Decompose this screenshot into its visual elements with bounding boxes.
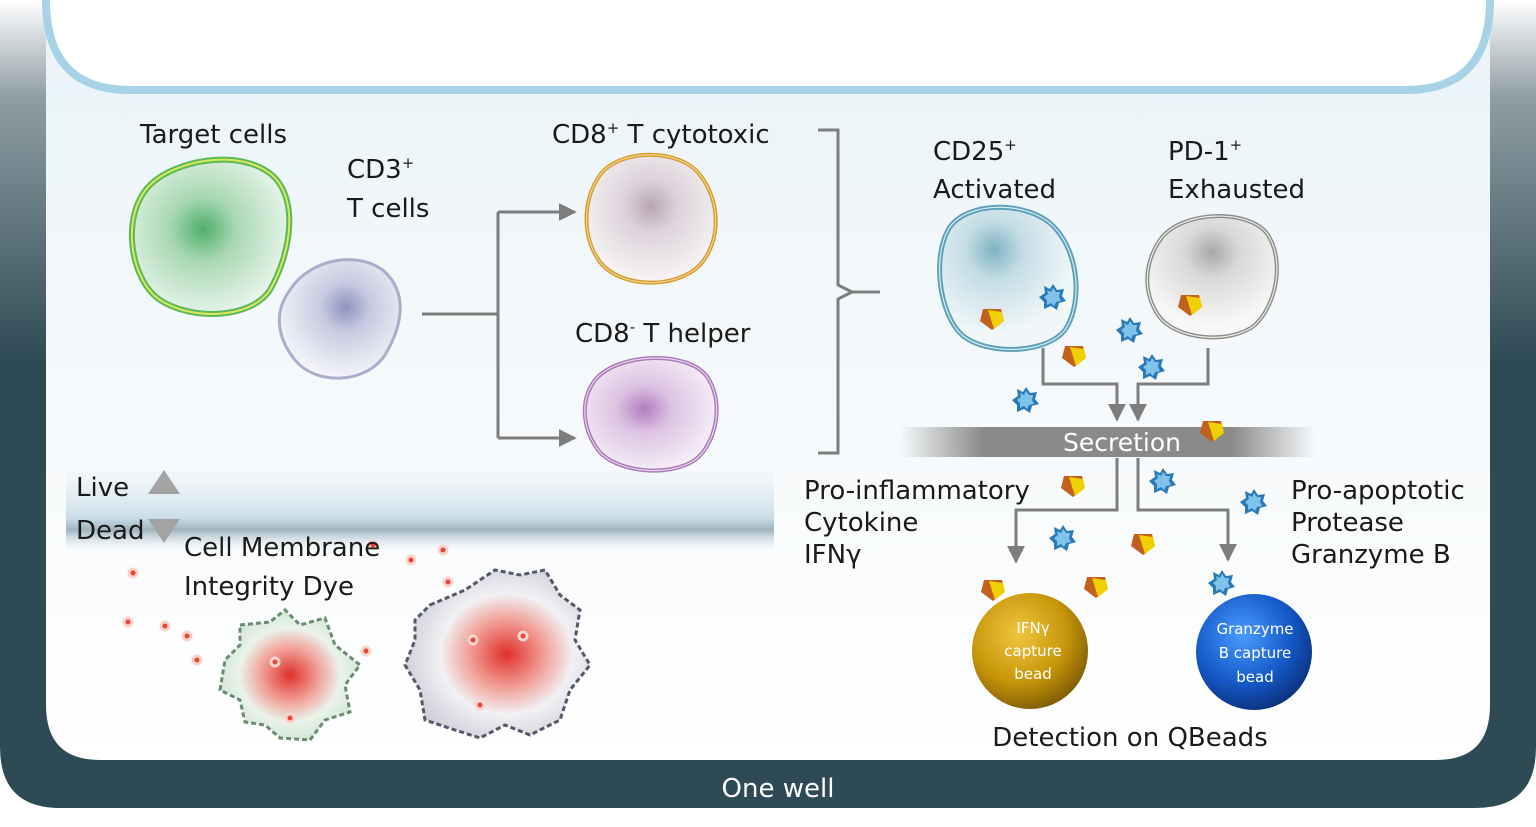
live-label: Live [76,473,129,503]
activated-cell [937,204,1079,352]
target-cells-label: Target cells [139,120,287,150]
exhausted-label: Exhausted [1168,175,1305,205]
pro-inflammatory-label: Pro-inflammatory [804,476,1030,506]
ifn-bead-label-line2: capture [1004,642,1061,660]
target-cell [128,156,293,317]
pro-apoptotic-label: Pro-apoptotic [1291,476,1465,506]
ifn-bead-label-line3: bead [1014,665,1051,683]
protease-label: Protease [1291,508,1404,538]
dye-label-line1: Cell Membrane [184,533,380,563]
ifn-bead-label-line1: IFNγ [1016,619,1049,637]
secretion-bar [900,427,1315,457]
well [0,0,1536,808]
cd3-label-line2: T cells [346,194,429,224]
one-well-label: One well [722,774,835,804]
cd3-label: CD3+ [347,154,414,185]
cd3-t-cell [277,258,402,380]
detection-label: Detection on QBeads [992,723,1268,753]
gzb-bead-label-line3: bead [1236,668,1273,686]
live-arrow-icon [148,470,180,494]
secretion-arrows [1007,348,1237,564]
granzyme-b-label: Granzyme B [1291,540,1451,570]
ifn-gamma-label: IFNγ [804,540,861,570]
branch-arrows [422,203,577,447]
exhausted-cell [1145,214,1279,340]
dye-dots [122,539,529,724]
activated-label: Activated [933,175,1056,205]
ifn-capture-bead [972,593,1088,709]
dead-cell-grey [403,568,592,740]
helper-cell [582,356,719,473]
granzyme-capture-bead [1196,594,1312,710]
well-rim [42,0,1494,94]
gzb-bead-label-line1: Granzyme [1216,620,1293,638]
pd1-label: PD-1+ [1168,136,1242,167]
cytokine-label: Cytokine [804,508,918,538]
gzb-bead-label-line2: B capture [1219,644,1291,662]
cd25-label: CD25+ [933,136,1017,167]
dye-label-line2: Integrity Dye [184,572,354,602]
dead-label: Dead [76,516,144,546]
viability-band [66,470,774,550]
dead-cell-green [218,607,363,742]
cytotoxic-cell [584,152,718,285]
cytotoxic-label: CD8+ T cytotoxic [552,119,770,150]
dead-arrow-icon [148,519,180,543]
secretion-label: Secretion [1063,428,1181,457]
helper-label: CD8- T helper [575,318,751,349]
